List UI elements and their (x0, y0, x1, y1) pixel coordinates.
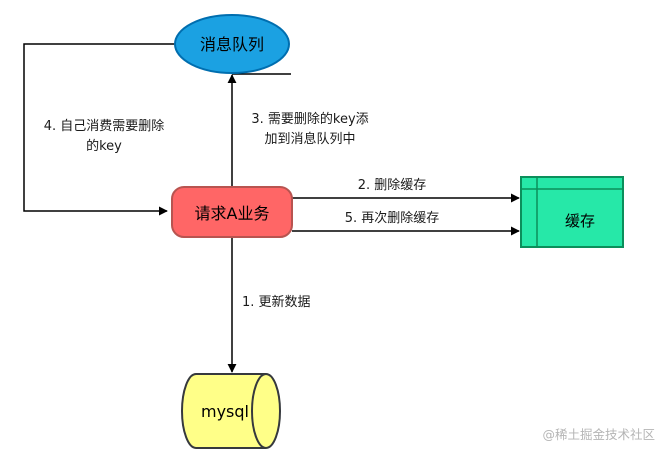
enqueue-label-line2: 加到消息队列中 (264, 131, 355, 147)
delete-cache-label: 2. 删除缓存 (358, 178, 427, 193)
update-db-label: 1. 更新数据 (242, 294, 311, 310)
message-queue-shape (174, 14, 290, 74)
cache-node: 缓存 (520, 176, 624, 248)
consume-label-line2: 的key (86, 138, 122, 154)
cache-label: 缓存 (565, 212, 595, 230)
enqueue-label-line1: 3. 需要删除的key添 (251, 111, 368, 127)
watermark: @稀土掘金技术社区 (542, 427, 655, 442)
mysql-node: mysql (181, 373, 281, 449)
consume-label-line1: 4. 自己消费需要删除 (44, 119, 165, 134)
service-shape (171, 186, 293, 238)
service-node: 请求A业务 (171, 186, 293, 238)
service-label: 请求A业务 (195, 204, 270, 223)
delete-again-label: 5. 再次删除缓存 (345, 210, 440, 226)
message-queue-node: 消息队列 (174, 14, 290, 74)
mysql-end-arc (251, 373, 267, 449)
consume-loop-edge (23, 43, 175, 216)
message-queue-label: 消息队列 (200, 35, 264, 54)
mysql-label: mysql (201, 402, 249, 421)
